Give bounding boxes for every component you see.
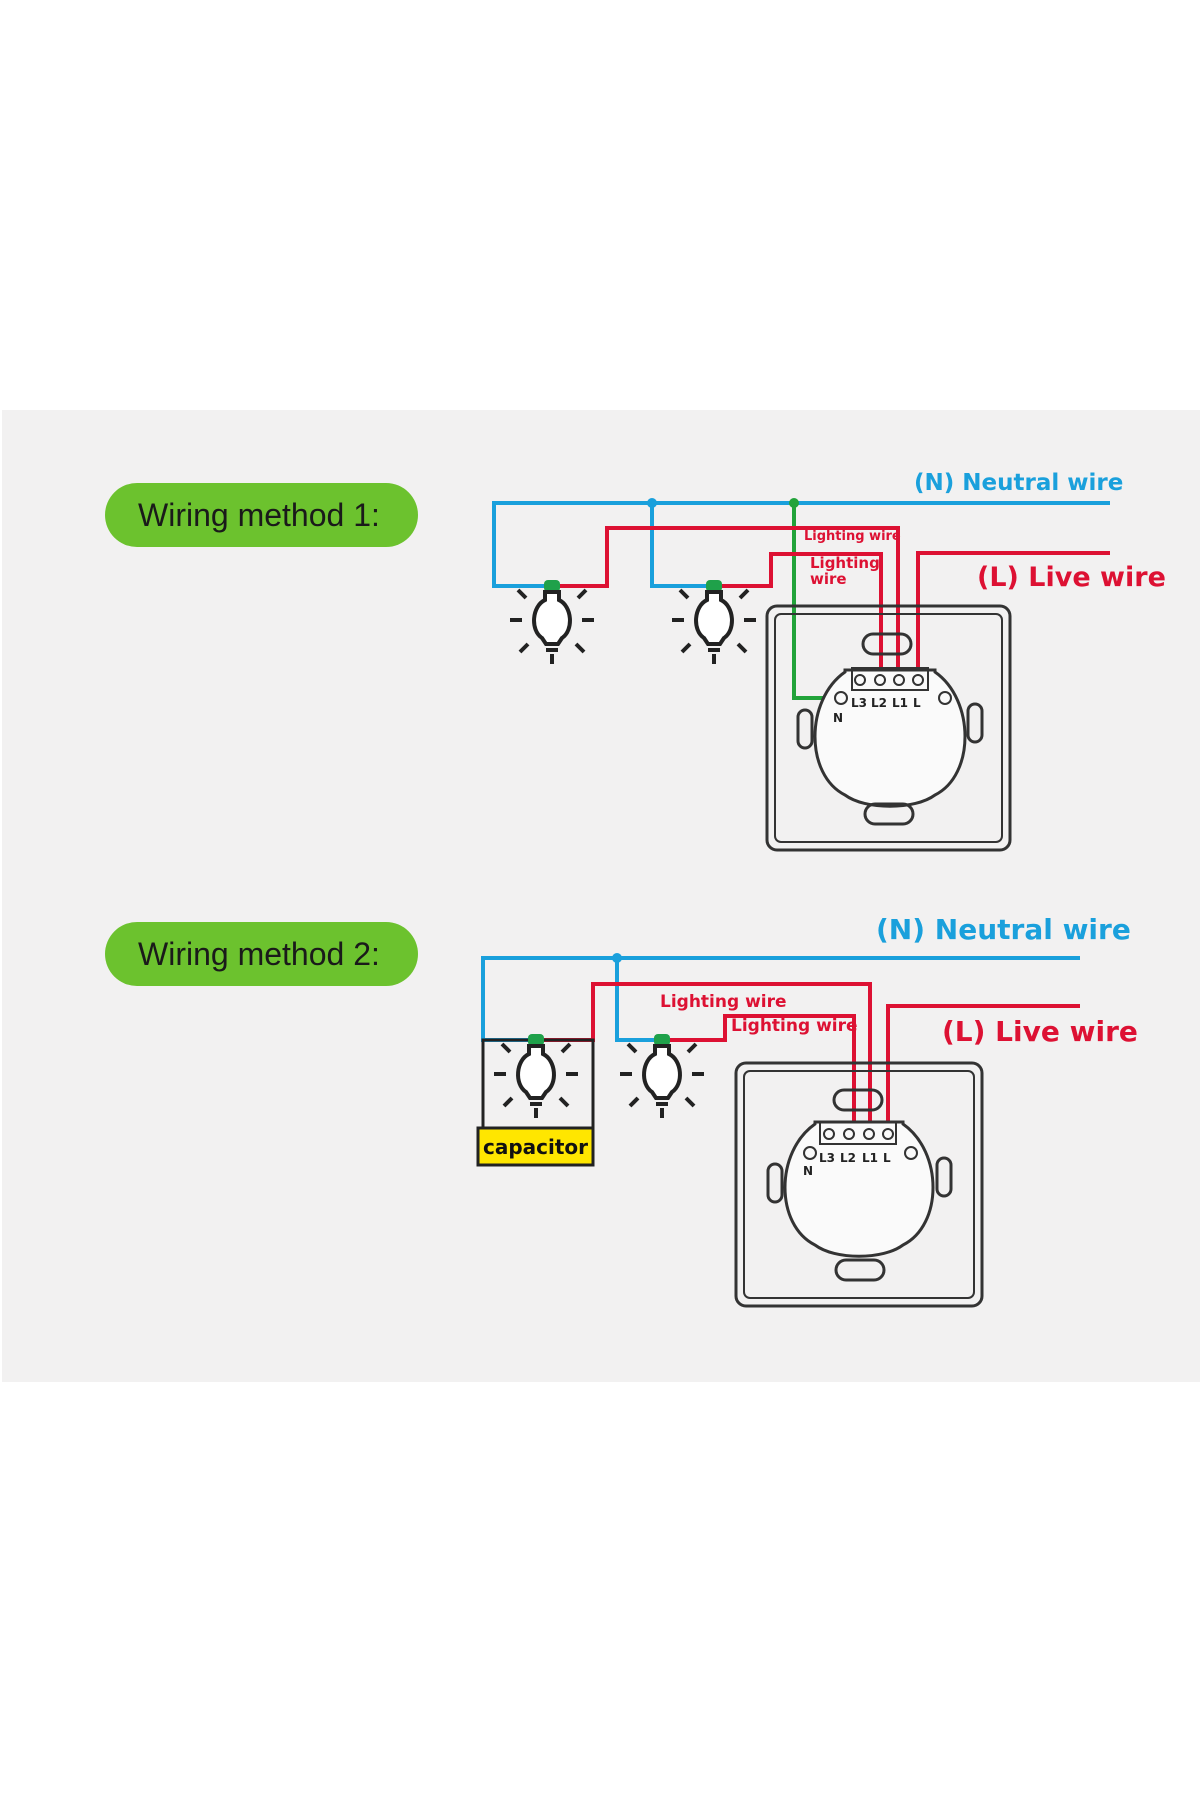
method-2-lighting-wire-a: Lighting wire — [660, 992, 787, 1012]
light-bulb-icon — [618, 1032, 706, 1120]
neutral-junction — [647, 498, 657, 508]
method-1-live-label: (L) Live wire — [977, 562, 1166, 593]
method-1-lighting-wire-b-line1: Lighting — [810, 554, 880, 572]
method-2-lighting-wire-b: Lighting wire — [731, 1016, 858, 1036]
method-1-pill: Wiring method 1: — [105, 483, 418, 547]
terminal-label: L — [913, 696, 921, 710]
method-2-title: Wiring method 2: — [138, 936, 380, 972]
method-1-lighting-wire-b-line2: wire — [810, 570, 847, 588]
terminal-label: L — [883, 1151, 891, 1165]
method-2-pill: Wiring method 2: — [105, 922, 418, 986]
method-2-section: Wiring method 2: (N) Neutral wire (L) Li… — [105, 913, 1138, 1308]
method-2-neutral-label: (N) Neutral wire — [876, 913, 1131, 946]
capacitor-label: capacitor — [483, 1135, 588, 1159]
terminal-label: L1 — [892, 696, 908, 710]
method-1-neutral-label: (N) Neutral wire — [914, 470, 1123, 496]
terminal-label: L3 — [819, 1151, 835, 1165]
terminal-label: L1 — [862, 1151, 878, 1165]
green-junction — [789, 498, 799, 508]
terminal-label: N — [803, 1164, 813, 1178]
diagram-panel — [2, 410, 1200, 1382]
method-1-lighting-wire-a: Lighting wire — [804, 529, 901, 544]
neutral-junction — [612, 953, 622, 963]
light-bulb-icon — [670, 578, 758, 666]
terminal-label: L2 — [871, 696, 887, 710]
method-1-neutral-wires — [492, 501, 1110, 588]
method-1-section: Wiring method 1: (N) Neutral wire (L) Li… — [105, 470, 1166, 852]
method-2-live-label: (L) Live wire — [942, 1015, 1138, 1048]
method-1-red-wires — [552, 526, 1110, 680]
terminal-label: L2 — [840, 1151, 856, 1165]
terminal-label: L3 — [851, 696, 867, 710]
light-bulb-icon — [492, 1032, 580, 1120]
terminal-label: N — [833, 711, 843, 725]
method-2-switch-box — [734, 1061, 984, 1308]
light-bulb-icon — [508, 578, 596, 666]
method-1-switch-box — [765, 604, 1012, 852]
method-1-title: Wiring method 1: — [138, 497, 380, 533]
